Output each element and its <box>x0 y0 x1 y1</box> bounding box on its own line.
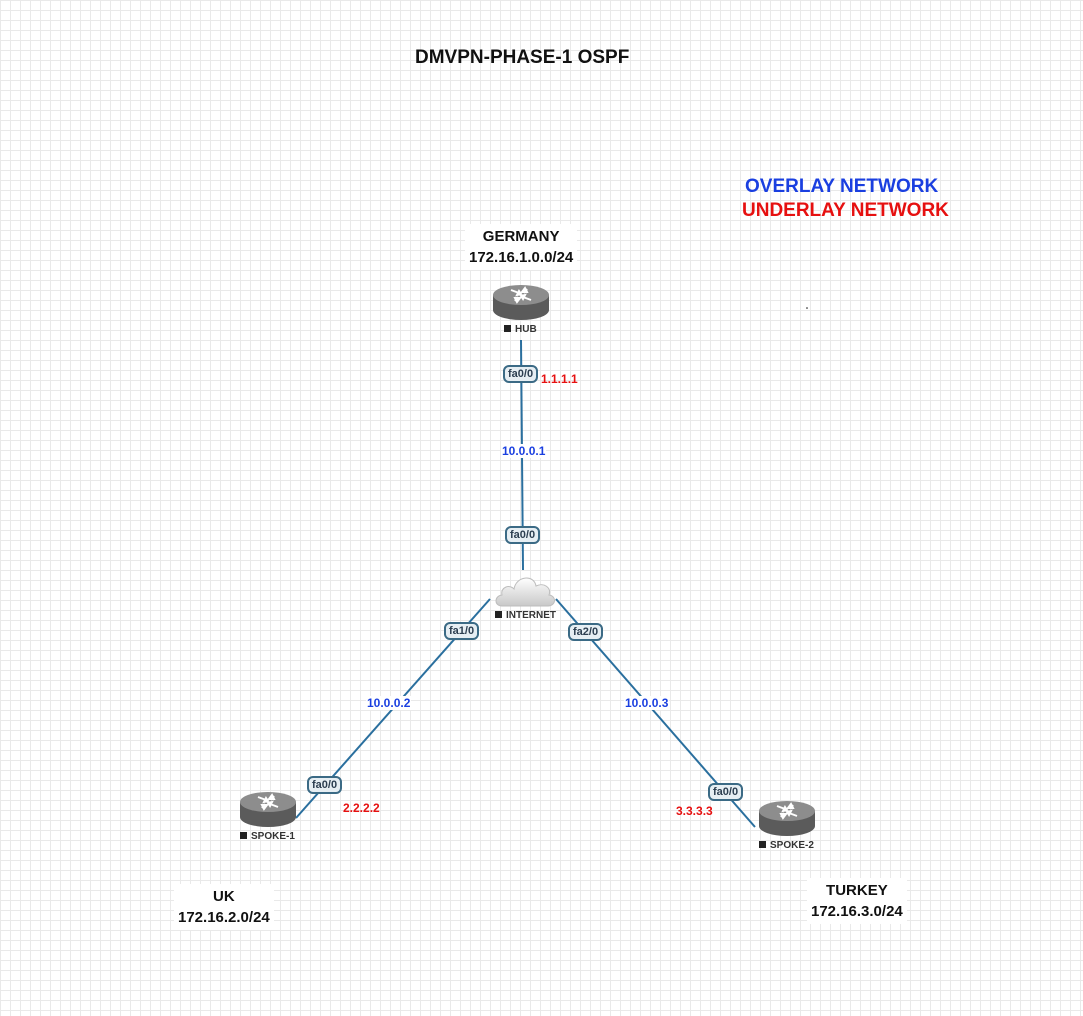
spoke-1-router[interactable] <box>239 791 297 834</box>
legend-underlay: UNDERLAY NETWORK <box>742 200 949 221</box>
spoke-1-overlay-ip: 10.0.0.2 <box>366 696 412 710</box>
node-square-icon <box>240 832 247 839</box>
site-germany-subnet: 172.16.1.0.0/24 <box>469 249 574 266</box>
spoke-2-overlay-ip: 10.0.0.3 <box>624 696 670 710</box>
internet-label-text: INTERNET <box>506 610 556 621</box>
hub-router[interactable] <box>492 284 550 327</box>
port-internet-fa2-0[interactable]: fa2/0 <box>568 623 604 641</box>
site-turkey-subnet: 172.16.3.0/24 <box>811 903 903 920</box>
legend-overlay: OVERLAY NETWORK <box>745 176 939 197</box>
internet-label: INTERNET <box>495 610 556 621</box>
router-icon <box>240 792 296 827</box>
site-uk-subnet: 172.16.2.0/24 <box>178 909 270 926</box>
cloud-icon <box>495 577 555 607</box>
port-internet-fa1-0[interactable]: fa1/0 <box>444 622 480 640</box>
diagram-title: DMVPN-PHASE-1 OSPF <box>415 47 630 68</box>
node-square-icon <box>504 325 511 332</box>
port-spoke-1-fa0-0[interactable]: fa0/0 <box>307 776 343 794</box>
spoke-2-router[interactable] <box>758 800 816 843</box>
port-internet-fa0-0[interactable]: fa0/0 <box>505 526 541 544</box>
site-germany: GERMANY 172.16.1.0.0/24 <box>465 224 578 270</box>
port-spoke-2-fa0-0[interactable]: fa0/0 <box>708 783 744 801</box>
spoke-1-label-text: SPOKE-1 <box>251 831 295 842</box>
site-uk: UK 172.16.2.0/24 <box>174 884 274 930</box>
stray-dot <box>806 307 808 309</box>
node-square-icon <box>495 611 502 618</box>
spoke-1-label: SPOKE-1 <box>240 831 295 842</box>
hub-label-text: HUB <box>515 324 537 335</box>
hub-overlay-ip: 10.0.0.1 <box>501 444 547 458</box>
spoke-2-label: SPOKE-2 <box>759 840 814 851</box>
hub-label: HUB <box>504 324 537 335</box>
site-turkey-name: TURKEY <box>826 882 888 899</box>
router-icon <box>493 285 549 320</box>
router-icon <box>759 801 815 836</box>
internet-cloud[interactable] <box>494 570 558 615</box>
node-square-icon <box>759 841 766 848</box>
spoke-1-underlay-ip: 2.2.2.2 <box>343 801 380 815</box>
port-hub-fa0-0[interactable]: fa0/0 <box>503 365 539 383</box>
site-uk-name: UK <box>213 888 235 905</box>
spoke-2-underlay-ip: 3.3.3.3 <box>676 804 713 818</box>
spoke-2-label-text: SPOKE-2 <box>770 840 814 851</box>
site-germany-name: GERMANY <box>482 228 560 245</box>
hub-underlay-ip: 1.1.1.1 <box>541 372 578 386</box>
site-turkey: TURKEY 172.16.3.0/24 <box>807 878 907 924</box>
